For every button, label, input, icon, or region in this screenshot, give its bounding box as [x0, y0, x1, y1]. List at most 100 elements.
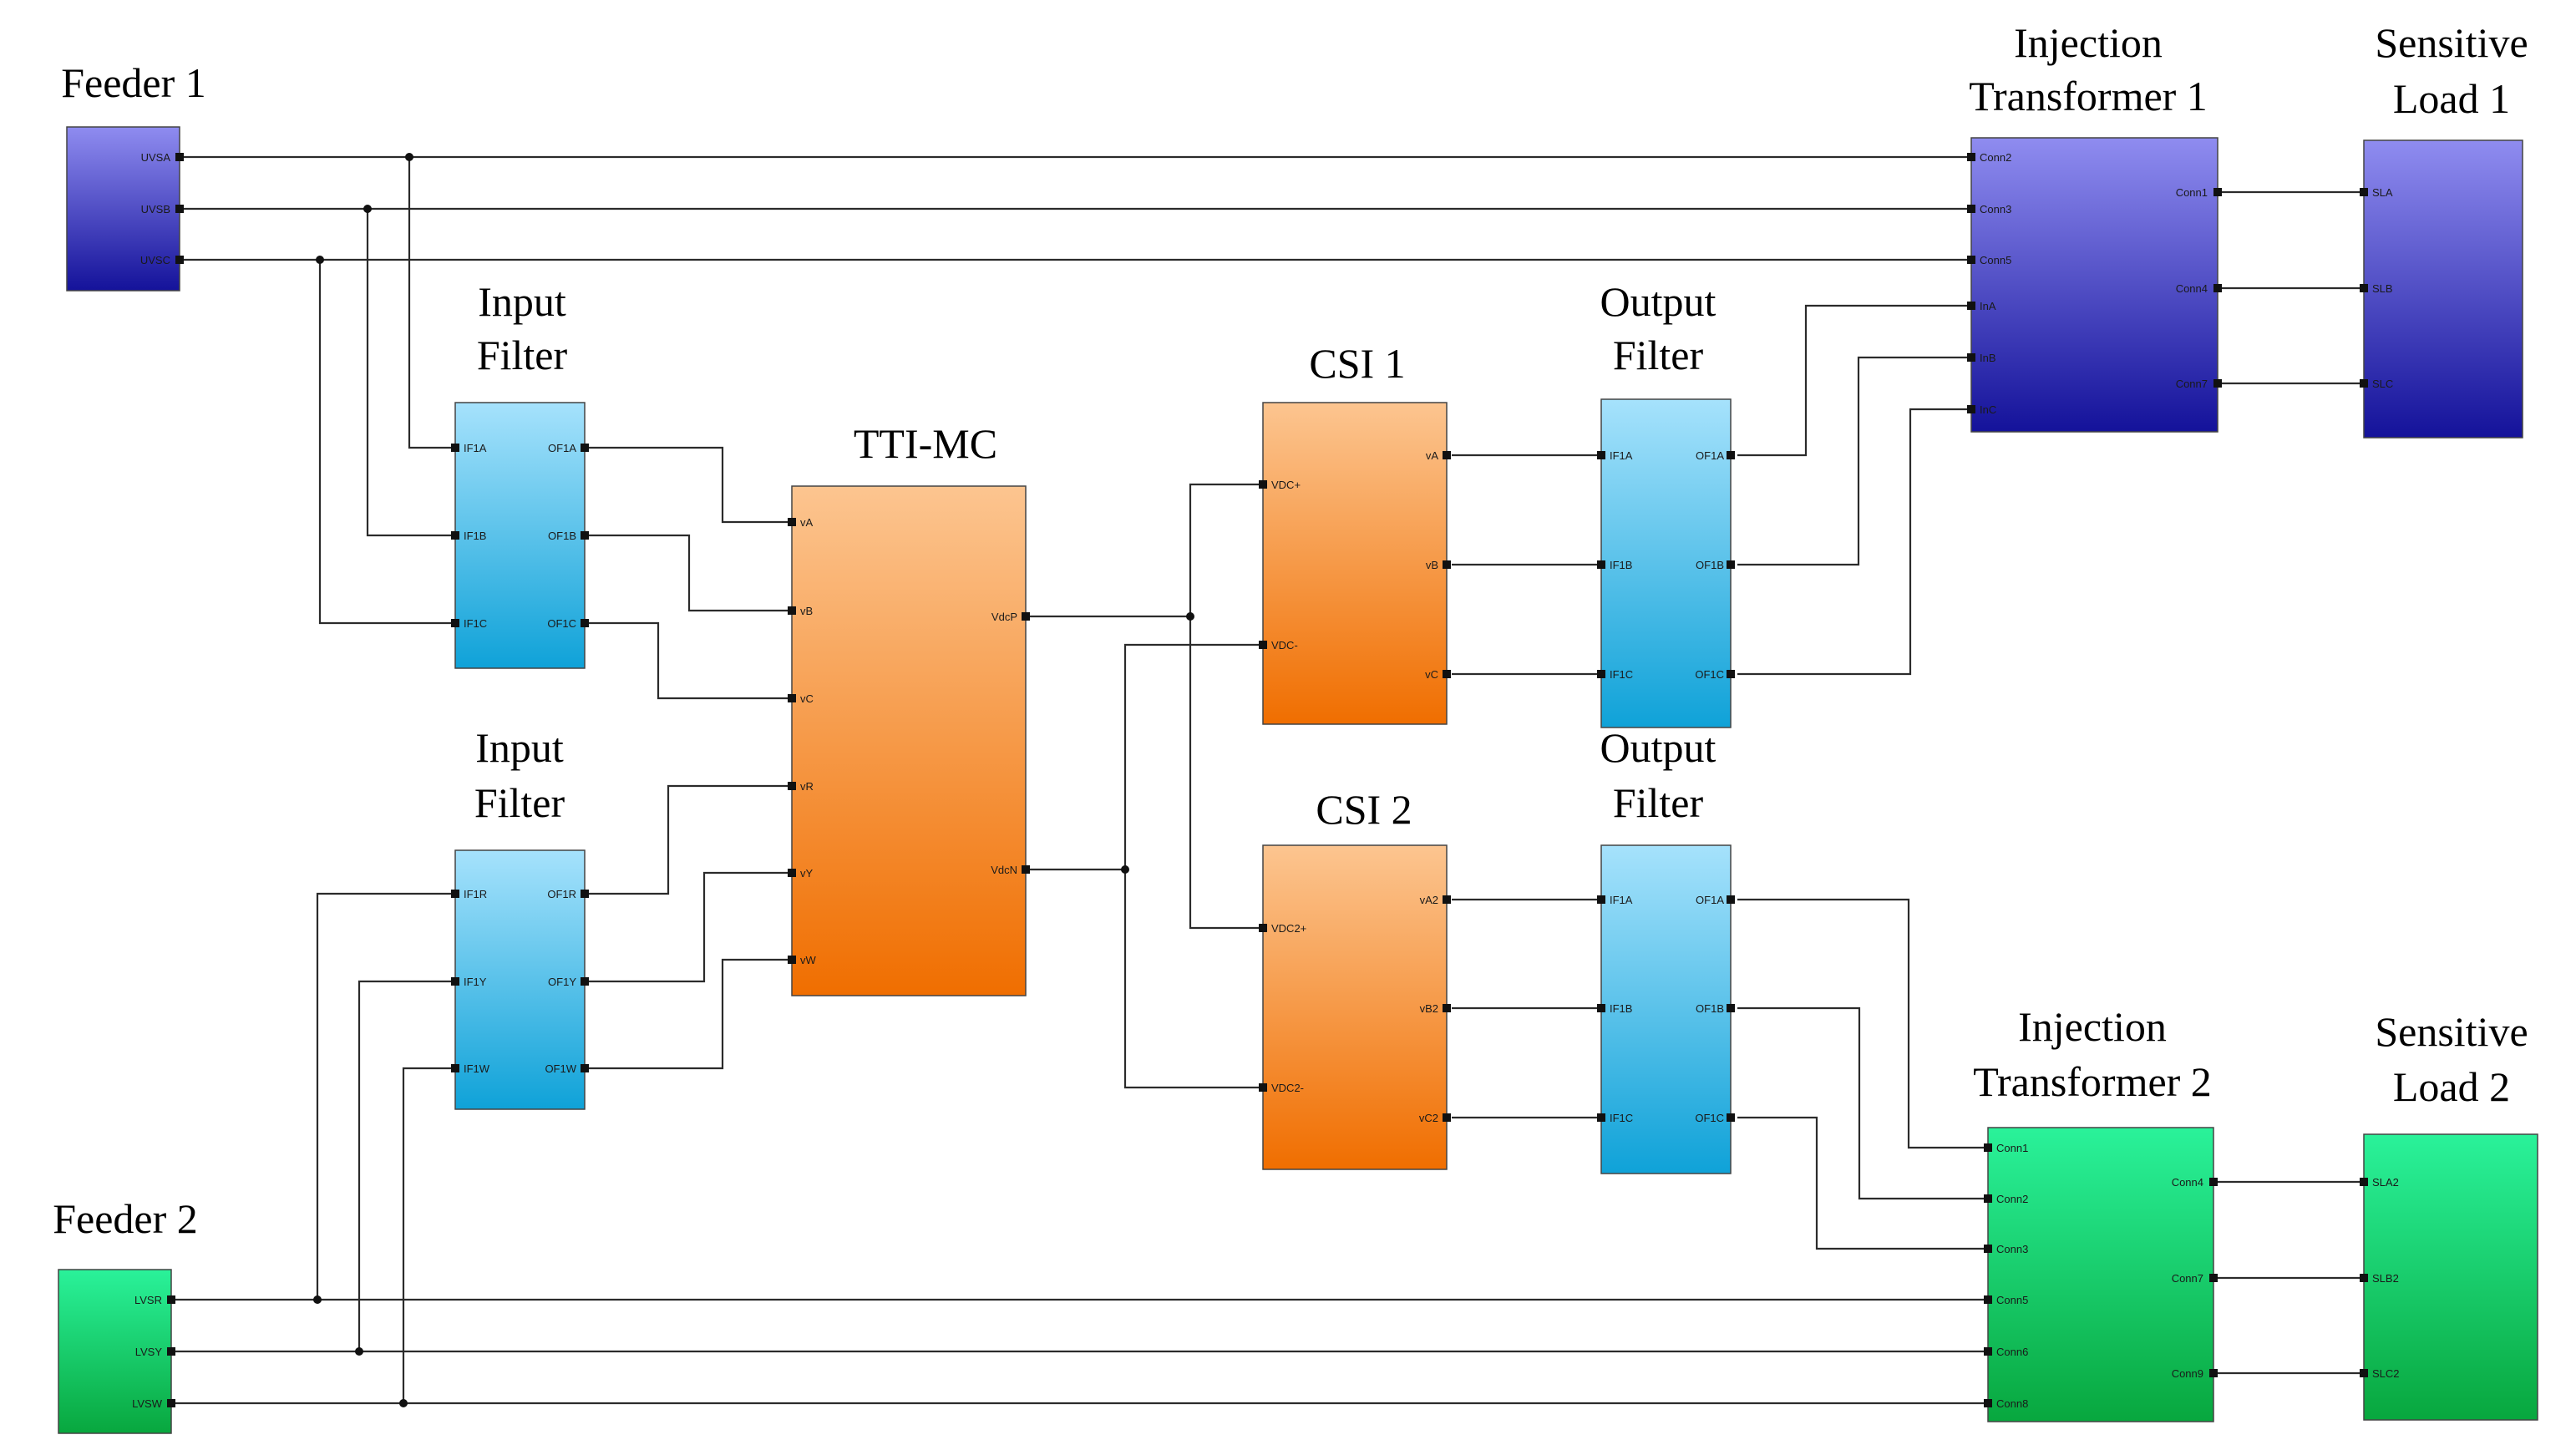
- port-pin: [1259, 1083, 1267, 1092]
- sensitive-load-1-body[interactable]: [2363, 139, 2523, 439]
- junction-dot: [1121, 865, 1129, 874]
- output-filter-1-body[interactable]: [1600, 398, 1732, 728]
- injection-transformer-2-port: Conn2: [1996, 1193, 2028, 1205]
- port-pin: [1022, 612, 1030, 621]
- output-filter-1-block[interactable]: Output Filter IF1A IF1B IF1C OF1A OF1B O…: [1600, 278, 1732, 728]
- feeder-2-block[interactable]: Feeder 2 LVSR LVSY LVSW: [53, 1195, 198, 1434]
- port-pin: [1967, 153, 1975, 161]
- port-pin: [167, 1399, 175, 1407]
- output-filter-2-block[interactable]: Output Filter IF1A IF1B IF1C OF1A OF1B O…: [1600, 724, 1732, 1174]
- output-filter-1-port: IF1A: [1610, 449, 1633, 462]
- feeder-1-port: UVSA: [141, 151, 171, 164]
- connection-wires: [174, 155, 2364, 1405]
- csi-1-port: vC: [1425, 668, 1438, 681]
- input-filter-1-port: IF1C: [464, 617, 487, 630]
- port-pin: [175, 256, 184, 264]
- wire-tap-c: [318, 260, 459, 625]
- output-filter-1-title: Output: [1600, 278, 1716, 325]
- port-pin: [1984, 1194, 1992, 1203]
- input-filter-2-port: OF1W: [545, 1062, 576, 1075]
- injection-transformer-2-port: Conn3: [1996, 1243, 2028, 1255]
- port-pin: [1984, 1347, 1992, 1356]
- feeder-1-block[interactable]: Feeder 1 UVSA UVSB UVSC: [61, 59, 206, 292]
- output-filter-2-body[interactable]: [1600, 844, 1732, 1174]
- injection-transformer-1-body[interactable]: [1970, 137, 2219, 433]
- port-pin: [2209, 1178, 2218, 1186]
- port-pin: [167, 1295, 175, 1304]
- tti-mc-port: VdcN: [991, 864, 1017, 876]
- sensitive-load-2-block[interactable]: Sensitive Load 2 SLA2 SLB2 SLC2: [2363, 1008, 2538, 1421]
- port-pin: [788, 694, 796, 702]
- injection-transformer-2-body[interactable]: [1987, 1127, 2214, 1422]
- wire-vdcn-csi1: [1123, 643, 1263, 869]
- tti-mc-port: vY: [800, 867, 814, 880]
- input-filter-1-block[interactable]: Input Filter IF1A IF1B IF1C OF1A OF1B OF…: [454, 278, 586, 669]
- input-filter-2-port: IF1W: [464, 1062, 490, 1075]
- feeder-1-body[interactable]: [66, 126, 180, 292]
- output-filter-2-port: IF1B: [1610, 1002, 1632, 1015]
- output-filter-1-port: OF1C: [1695, 668, 1724, 681]
- port-pin: [2360, 1178, 2368, 1186]
- port-pin: [2213, 188, 2222, 196]
- wire-of1-b: [1737, 356, 1971, 566]
- port-pin: [2213, 379, 2222, 388]
- port-pin: [1727, 1004, 1735, 1012]
- tti-mc-block[interactable]: TTI-MC vA vB vC vR vY vW VdcP VdcN: [791, 420, 1027, 996]
- output-filter-2-port: OF1C: [1695, 1112, 1724, 1124]
- junction-dot: [1186, 612, 1194, 621]
- port-pin: [1022, 865, 1030, 874]
- junction-dot: [399, 1399, 408, 1407]
- wire-vdcp-csi2: [1189, 616, 1263, 930]
- tti-mc-port: vR: [800, 780, 814, 793]
- csi-2-title: CSI 2: [1316, 786, 1412, 833]
- output-filter-2-port: OF1A: [1696, 894, 1724, 906]
- tti-mc-body[interactable]: [791, 485, 1027, 996]
- port-pin: [1597, 1113, 1605, 1122]
- port-pin: [788, 956, 796, 964]
- wire-of1-a: [1737, 304, 1971, 457]
- feeder-2-port: LVSY: [135, 1346, 163, 1358]
- csi-2-block[interactable]: CSI 2 VDC2+ VDC2- vA2 vB2 vC2: [1262, 786, 1448, 1170]
- output-filter-1-port: IF1C: [1610, 668, 1633, 681]
- port-pin: [1597, 670, 1605, 678]
- port-pin: [581, 890, 589, 898]
- output-filter-1-port: IF1B: [1610, 559, 1632, 571]
- input-filter-1-port: OF1A: [548, 442, 576, 454]
- port-pin: [1443, 1113, 1451, 1122]
- junction-dot: [313, 1295, 322, 1304]
- injection-transformer-1-block[interactable]: Injection Transformer 1 Conn2 Conn3 Conn…: [1969, 19, 2219, 433]
- sensitive-load-2-body[interactable]: [2363, 1133, 2538, 1421]
- csi-2-body[interactable]: [1262, 844, 1448, 1170]
- input-filter-1-port: OF1C: [547, 617, 576, 630]
- wire-tap-a: [408, 157, 459, 449]
- port-pin: [1967, 256, 1975, 264]
- port-pin: [581, 531, 589, 540]
- injection-transformer-1-port: InA: [1980, 300, 1996, 312]
- csi-2-port: VDC2+: [1271, 922, 1306, 935]
- wire-vdcp-csi1: [1189, 483, 1263, 616]
- port-pin: [1597, 451, 1605, 459]
- port-pin: [451, 444, 459, 452]
- injection-transformer-2-title: Transformer 2: [1973, 1058, 2212, 1105]
- csi-1-block[interactable]: CSI 1 VDC+ VDC- vA vB vC: [1262, 340, 1448, 725]
- input-filter-2-body[interactable]: [454, 849, 586, 1110]
- wire-of2-a: [1737, 898, 1988, 1149]
- csi-2-port: vC2: [1419, 1112, 1438, 1124]
- csi-1-body[interactable]: [1262, 402, 1448, 725]
- port-pin: [451, 890, 459, 898]
- input-filter-1-body[interactable]: [454, 402, 586, 669]
- output-filter-1-port: OF1A: [1696, 449, 1724, 462]
- injection-transformer-2-port: Conn7: [2172, 1272, 2203, 1285]
- input-filter-2-port: OF1Y: [548, 976, 576, 988]
- wire-of2-c: [1737, 1116, 1988, 1250]
- port-pin: [1967, 205, 1975, 213]
- input-filter-2-block[interactable]: Input Filter IF1R IF1Y IF1W OF1R OF1Y OF…: [454, 724, 586, 1110]
- sensitive-load-1-block[interactable]: Sensitive Load 1 SLA SLB SLC: [2363, 19, 2528, 439]
- feeder-2-body[interactable]: [58, 1269, 172, 1434]
- injection-transformer-2-port: Conn5: [1996, 1294, 2028, 1306]
- junction-dot: [316, 256, 324, 264]
- injection-transformer-2-title: Injection: [2018, 1003, 2167, 1050]
- injection-transformer-2-block[interactable]: Injection Transformer 2 Conn1 Conn2 Conn…: [1973, 1003, 2214, 1422]
- output-filter-1-port: OF1B: [1696, 559, 1724, 571]
